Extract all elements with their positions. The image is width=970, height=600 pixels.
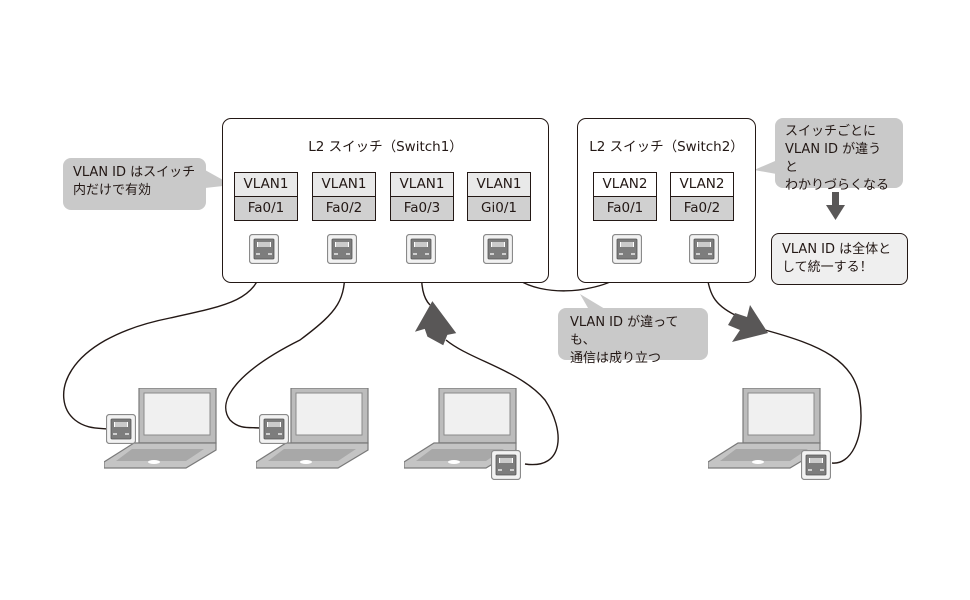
switch1-port-1: VLAN1 Fa0/1 <box>234 172 298 221</box>
callout-line: 通信は成り立つ <box>570 351 662 366</box>
interface-label: Gi0/1 <box>468 197 530 220</box>
vlan-label: VLAN2 <box>671 173 733 197</box>
vlan-label: VLAN1 <box>313 173 375 197</box>
switch2-port-2: VLAN2 Fa0/2 <box>670 172 734 221</box>
callout-unify-ids: VLAN ID は全体と して統一する！ <box>771 233 908 285</box>
switch1-rj45-port-4-icon <box>483 234 513 264</box>
switch2-rj45-port-1-icon <box>612 234 642 264</box>
switch1-rj45-port-3-icon <box>406 234 436 264</box>
interface-label: Fa0/2 <box>313 197 375 220</box>
callout-confusing-ids: スイッチごとに VLAN ID が違うと わかりづらくなる <box>775 118 903 193</box>
vlan-label: VLAN1 <box>235 173 297 197</box>
switch1-port-4: VLAN1 Gi0/1 <box>467 172 531 221</box>
laptop-1-rj45-icon <box>106 414 136 444</box>
laptop-2-rj45-icon <box>259 414 289 444</box>
switch2-port-1: VLAN2 Fa0/1 <box>593 172 657 221</box>
cable-pc1-switch1-fa0-1 <box>63 265 264 430</box>
callout-line: 内だけで有効 <box>73 183 152 198</box>
switch1-title: L2 スイッチ（Switch1） <box>308 139 463 155</box>
cable-pc2-switch1-fa0-2 <box>225 265 346 429</box>
vlan-label: VLAN2 <box>594 173 656 197</box>
switch1-port-3: VLAN1 Fa0/3 <box>390 172 454 221</box>
callout-still-communicates: VLAN ID が違っても、 通信は成り立つ <box>558 308 708 366</box>
switch2-title: L2 スイッチ（Switch2） <box>589 139 744 155</box>
laptop-4-rj45-icon <box>801 450 831 480</box>
interface-label: Fa0/3 <box>391 197 453 220</box>
callout-line: VLAN ID が違っても、 <box>570 315 679 348</box>
switch1-port-2: VLAN1 Fa0/2 <box>312 172 376 221</box>
cable-pc3-lower <box>445 339 559 466</box>
callout-line: わかりづらくなる <box>785 178 890 193</box>
laptop-3-rj45-icon <box>491 450 521 480</box>
callout-line: VLAN ID はスイッチ <box>73 165 196 180</box>
interface-label: Fa0/2 <box>671 197 733 220</box>
cable-pc4-lower <box>764 329 862 464</box>
callout-vlan-local-scope: VLAN ID はスイッチ 内だけで有効 <box>63 158 206 210</box>
callout-line: VLAN ID は全体と <box>782 242 892 257</box>
switch1-rj45-port-1-icon <box>249 234 279 264</box>
callout-line: VLAN ID が違うと <box>785 142 882 175</box>
interface-label: Fa0/1 <box>235 197 297 220</box>
down-right-arrow-icon <box>728 305 768 342</box>
down-arrow-shaft <box>832 192 839 205</box>
vlan-label: VLAN1 <box>391 173 453 197</box>
down-arrow-icon <box>826 205 845 220</box>
switch2-rj45-port-2-icon <box>689 234 719 264</box>
callout-line: スイッチごとに <box>785 124 877 139</box>
interface-label: Fa0/1 <box>594 197 656 220</box>
switch1-rj45-port-2-icon <box>327 234 357 264</box>
vlan-label: VLAN1 <box>468 173 530 197</box>
up-arrow-icon <box>414 301 457 346</box>
callout-line: して統一する！ <box>782 260 873 275</box>
